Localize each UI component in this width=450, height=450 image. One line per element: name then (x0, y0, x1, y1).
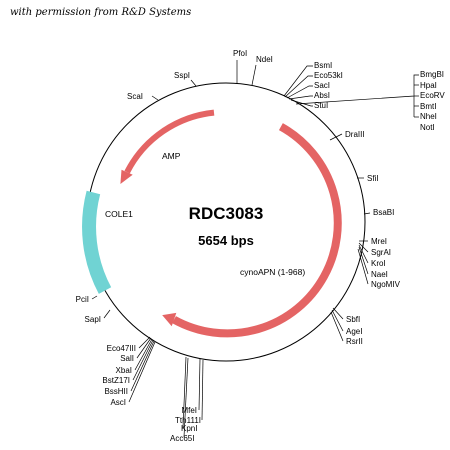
site-kroi: KroI (371, 259, 386, 268)
site-rsrii: RsrII (346, 337, 363, 346)
plasmid-size: 5654 bps (198, 233, 254, 248)
site-saci: SacI (314, 81, 330, 90)
site-ecorv: EcoRV (420, 91, 445, 100)
site-bstz17i: BstZ17I (102, 376, 130, 385)
site-kpni: KpnI (181, 424, 197, 433)
amp-label: AMP (162, 151, 181, 161)
site-bmgbi: BmgBI (420, 70, 444, 79)
site-sspi: SspI (174, 71, 190, 80)
cole1-label: COLE1 (105, 209, 133, 219)
site-pcii: PciI (76, 295, 89, 304)
cyno-label: cynoAPN (1-968) (240, 267, 305, 277)
site-absi: AbsI (314, 91, 330, 100)
cole1-block (82, 190, 112, 294)
site-asci: AscI (110, 398, 126, 407)
site-xbai: XbaI (116, 366, 132, 375)
site-hpai: HpaI (420, 81, 437, 90)
site-naei: NaeI (371, 270, 388, 279)
cyno-arrow-body (172, 123, 342, 338)
permission-caption: with permission from R&D Systems (10, 7, 192, 18)
site-pfoi: PfoI (233, 49, 247, 58)
site-tth111i: Tth111I (175, 416, 201, 425)
site-nhei: NheI (420, 112, 437, 121)
site-bsmi: BsmI (314, 61, 332, 70)
site-ndei: NdeI (256, 55, 273, 64)
cyno-arrow-head (162, 312, 177, 327)
site-eco47iii: Eco47III (107, 344, 136, 353)
site-sapi: SapI (85, 315, 101, 324)
site-scai: ScaI (127, 92, 143, 101)
amp-arrow-body (124, 109, 215, 174)
site-eco53ki: Eco53kI (314, 71, 343, 80)
site-bsabi: BsaBI (373, 208, 394, 217)
plasmid-name: RDC3083 (189, 204, 264, 223)
site-bmti: BmtI (420, 102, 436, 111)
site-mrei: MreI (371, 237, 387, 246)
site-sbfi: SbfI (346, 315, 360, 324)
site-draiii: DraIII (345, 130, 365, 139)
site-sfii: SfiI (367, 174, 379, 183)
amp-arrow-head (120, 169, 133, 184)
site-ticks (91, 60, 419, 438)
site-sali: SalI (120, 354, 134, 363)
site-ngomiv: NgoMIV (371, 280, 401, 289)
site-bsshii: BssHII (104, 387, 128, 396)
site-mfei: MfeI (181, 406, 197, 415)
site-noti: NotI (420, 123, 435, 132)
site-stui: StuI (314, 101, 328, 110)
site-acc65i: Acc65I (170, 434, 194, 443)
site-sgrai: SgrAI (371, 248, 391, 257)
site-agei: AgeI (346, 327, 362, 336)
